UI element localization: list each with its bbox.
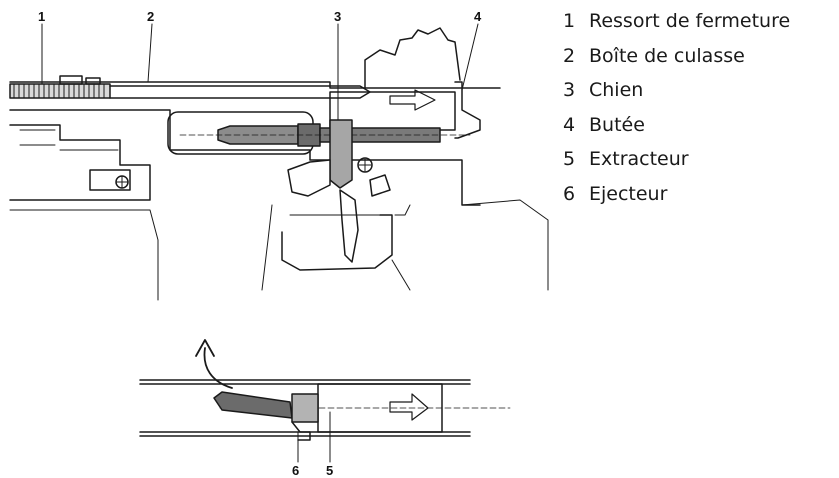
legend-number: 3 <box>563 79 576 101</box>
recoil-spring <box>9 75 111 99</box>
detail-bolt-arrow <box>389 393 429 421</box>
legend-number: 1 <box>563 10 576 32</box>
legend-item: 1 Ressort de fermeture <box>563 10 790 45</box>
callout-3: 3 <box>334 9 342 24</box>
extractor <box>291 393 319 423</box>
hammer <box>287 119 391 197</box>
callout-5: 5 <box>326 463 334 478</box>
legend-label: Boîte de culasse <box>589 44 745 67</box>
legend-label: Extracteur <box>589 148 689 170</box>
trigger <box>339 189 359 263</box>
legend-label: Chien <box>589 79 644 101</box>
legend-label: Butée <box>589 113 645 136</box>
ejection-detail-view <box>139 339 511 463</box>
receiver-box <box>329 91 456 131</box>
rear-housing <box>364 27 461 89</box>
legend-number: 4 <box>563 113 576 136</box>
lower-frame-left <box>9 124 151 201</box>
legend-number: 5 <box>563 148 576 170</box>
callout-1: 1 <box>38 9 46 24</box>
legend-number: 6 <box>563 182 576 205</box>
callout-2: 2 <box>147 9 155 24</box>
legend-item: 4 Butée <box>563 114 790 149</box>
striker-assembly <box>179 123 471 147</box>
callout-leader-4 <box>461 23 479 91</box>
ejected-case <box>213 391 293 419</box>
legend-item: 5 Extracteur <box>563 148 790 183</box>
ejector <box>291 421 311 441</box>
trigger-guard <box>281 214 393 271</box>
bolt-direction-arrow <box>389 89 436 111</box>
legend-item: 2 Boîte de culasse <box>563 45 790 80</box>
stop-block <box>454 81 481 139</box>
legend-number: 2 <box>563 44 576 67</box>
callout-4: 4 <box>474 9 482 24</box>
legend-label: Ressort de fermeture <box>589 10 791 32</box>
receiver-top-line <box>9 81 501 89</box>
ejection-path-arrow <box>203 347 233 389</box>
stock-outline <box>461 199 549 291</box>
receiver-body-outline <box>9 109 481 206</box>
legend-label: Ejecteur <box>589 182 668 205</box>
callout-leader-2 <box>147 23 153 83</box>
callout-6: 6 <box>292 463 300 478</box>
legend-item: 3 Chien <box>563 79 790 114</box>
receiver-cutaway-view <box>9 27 549 301</box>
legend-item: 6 Ejecteur <box>563 183 790 218</box>
